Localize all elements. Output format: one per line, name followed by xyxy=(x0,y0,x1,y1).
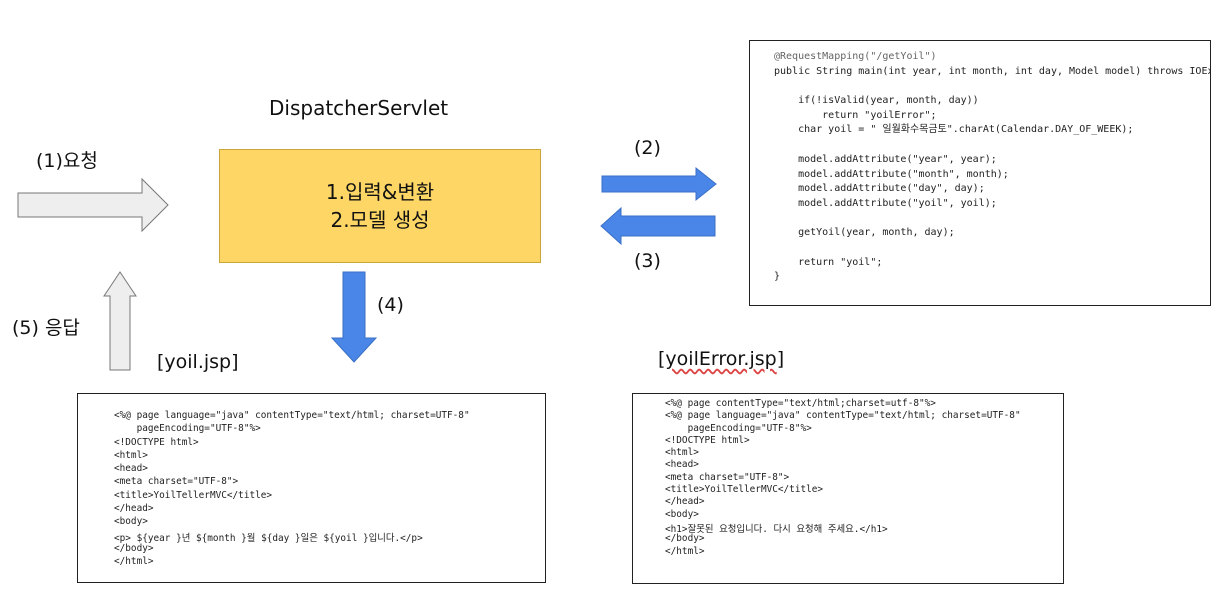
dispatcher-servlet-box: 1.입력&변환 2.모델 생성 xyxy=(219,149,541,263)
code-line: <h1>잘못된 요청입니다. 다시 요청해 주세요.</h1> xyxy=(665,523,888,535)
dispatcher-servlet-title: DispatcherServlet xyxy=(269,96,449,120)
yoil-error-jsp-label: [yoilError.jsp] xyxy=(658,348,785,370)
code-line: <meta charset="UTF-8"> xyxy=(114,476,239,488)
code-line: <html> xyxy=(114,449,148,461)
step4-label: (4) xyxy=(377,294,404,316)
yoil-jsp-code: <%@ page language="java" contentType="te… xyxy=(84,410,470,570)
code-line: model.addAttribute("month", month); xyxy=(774,168,1009,180)
code-line: public String main(int year, int month, … xyxy=(774,65,1210,77)
code-line: return "yoilError"; xyxy=(774,109,937,121)
response-arrow xyxy=(103,271,137,371)
code-line: <p> ${year }년 ${month }월 ${day }일은 ${yoi… xyxy=(114,532,423,544)
servlet-step-model: 2.모델 생성 xyxy=(330,208,430,232)
request-arrow xyxy=(17,177,169,233)
code-line: return "yoil"; xyxy=(774,256,883,268)
code-line: } xyxy=(774,271,781,283)
code-line: @RequestMapping("/getYoil") xyxy=(774,51,937,62)
code-line: <%@ page language="java" contentType="te… xyxy=(665,410,1021,422)
code-line: </head> xyxy=(665,496,705,508)
code-line: pageEncoding="UTF-8"%> xyxy=(114,423,261,435)
step3-label: (3) xyxy=(634,250,661,272)
code-line xyxy=(774,212,1210,227)
code-line: <title>YoilTellerMVC</title> xyxy=(114,489,273,501)
code-line: <%@ page contentType="text/html;charset=… xyxy=(665,398,936,409)
code-line xyxy=(774,138,1210,153)
code-line: model.addAttribute("day", day); xyxy=(774,183,985,195)
code-line: </html> xyxy=(665,545,705,557)
code-line xyxy=(774,79,1210,94)
code-line: <head> xyxy=(114,463,148,475)
servlet-step-input: 1.입력&변환 xyxy=(325,180,435,204)
response-label: (5) 응답 xyxy=(12,317,80,339)
code-line: <%@ page language="java" contentType="te… xyxy=(114,410,470,421)
code-line: <body> xyxy=(665,508,699,520)
render-view-arrow xyxy=(330,271,378,363)
call-controller-arrow xyxy=(601,166,717,202)
yoil-jsp-panel: <%@ page language="java" contentType="te… xyxy=(77,393,546,583)
code-line: <meta charset="UTF-8"> xyxy=(665,471,790,483)
code-line: </head> xyxy=(114,503,154,515)
code-line: <!DOCTYPE html> xyxy=(114,436,199,448)
code-line: <head> xyxy=(665,459,699,471)
yoil-jsp-label: [yoil.jsp] xyxy=(157,351,239,373)
code-line: </html> xyxy=(114,556,154,568)
return-view-arrow xyxy=(600,206,716,246)
code-line: model.addAttribute("year", year); xyxy=(774,153,997,165)
code-line: <html> xyxy=(665,447,699,459)
yoil-error-jsp-text: yoilError.jsp xyxy=(665,348,777,370)
code-line: getYoil(year, month, day); xyxy=(774,227,955,239)
yoil-error-jsp-panel: <%@ page contentType="text/html;charset=… xyxy=(632,393,1064,584)
controller-code-panel: @RequestMapping("/getYoil") public String… xyxy=(749,40,1211,306)
request-label: (1)요청 xyxy=(36,150,98,172)
code-line: model.addAttribute("yoil", yoil); xyxy=(774,197,997,209)
code-line: <title>YoilTellerMVC</title> xyxy=(665,484,824,496)
code-line: pageEncoding="UTF-8"%> xyxy=(665,422,812,434)
code-line: <!DOCTYPE html> xyxy=(665,434,750,446)
code-line xyxy=(774,241,1210,256)
code-line: char yoil = " 일월화수목금토".charAt(Calendar.D… xyxy=(774,124,1134,136)
code-line: </body> xyxy=(114,542,154,554)
code-line: <body> xyxy=(114,516,148,528)
controller-code: @RequestMapping("/getYoil") public String… xyxy=(774,50,1210,285)
code-line: if(!isValid(year, month, day)) xyxy=(774,95,979,107)
code-line: </body> xyxy=(665,533,705,545)
yoil-error-jsp-code: <%@ page contentType="text/html;charset=… xyxy=(639,398,1021,558)
step2-label: (2) xyxy=(634,137,661,159)
